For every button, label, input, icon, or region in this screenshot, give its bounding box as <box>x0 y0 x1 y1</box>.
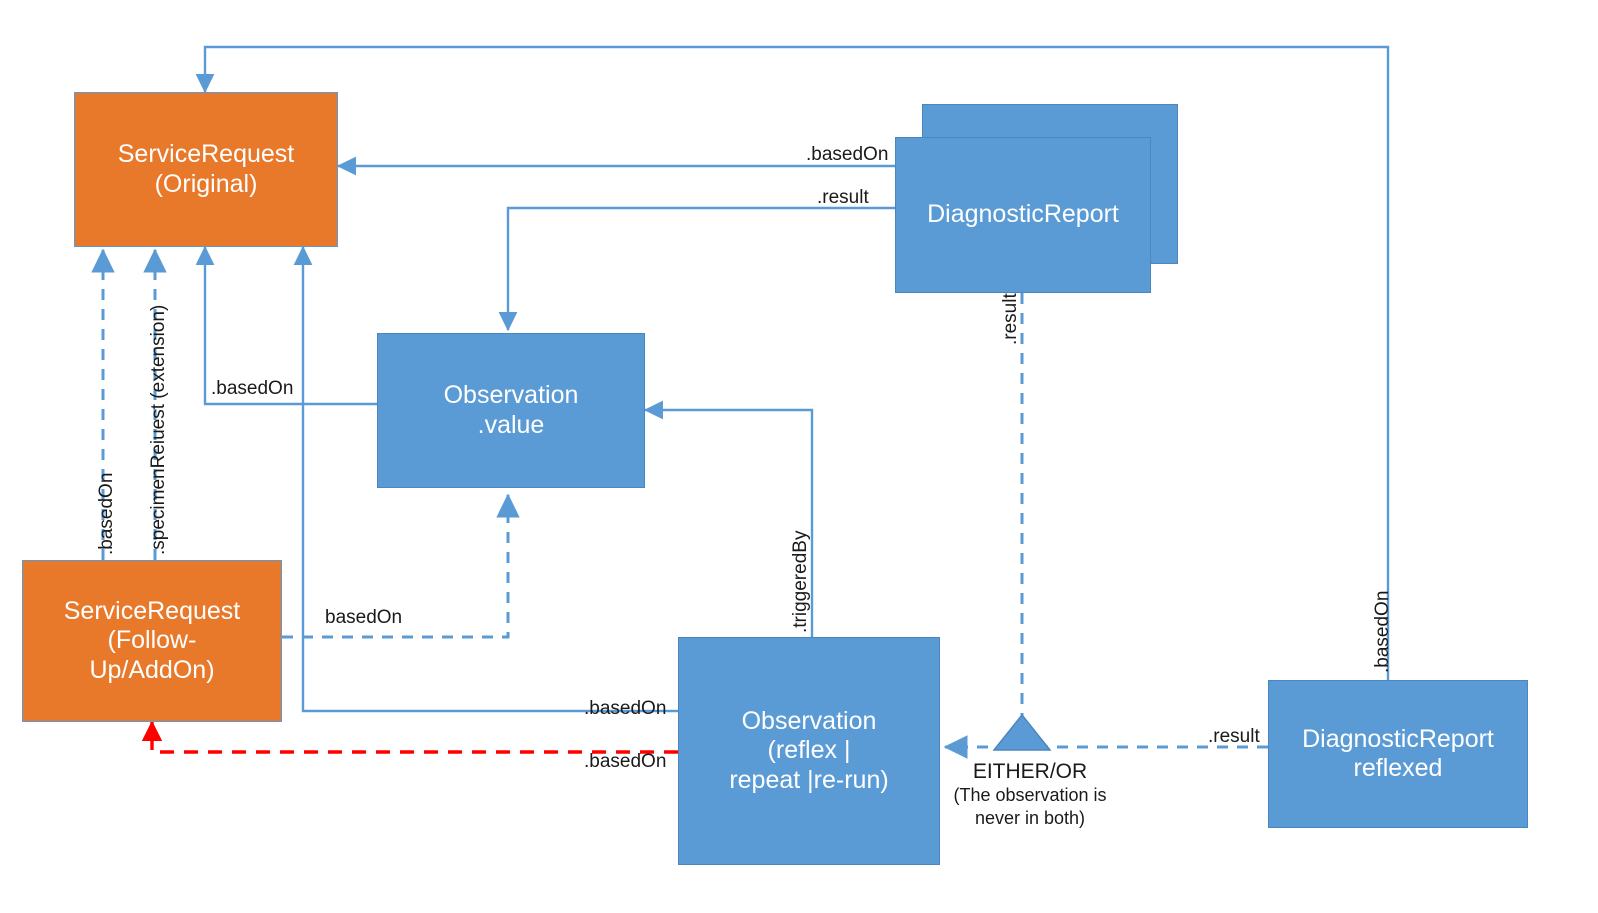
edge-label-reflexed-result: .result <box>1208 726 1260 747</box>
node-label-line3: Up/AddOn) <box>89 655 215 684</box>
edge-label-observation-reflex-basedon-blue: .basedOn <box>584 698 667 719</box>
node-service-request-original[interactable]: ServiceRequest (Original) <box>74 92 338 247</box>
node-diagnostic-report-reflexed[interactable]: DiagnosticReport reflexed <box>1268 680 1528 828</box>
node-label-line2: .value <box>477 410 545 439</box>
node-label-line1: DiagnosticReport <box>1302 724 1494 753</box>
node-diagnostic-report[interactable]: DiagnosticReport <box>895 137 1151 293</box>
either-or-triangle <box>992 713 1052 751</box>
either-or-heading: EITHER/OR <box>972 760 1088 783</box>
node-label-line1: ServiceRequest <box>117 140 295 168</box>
edge-label-followup-basedon: .basedOn <box>96 472 117 555</box>
node-label-line1: ServiceRequest <box>63 596 241 625</box>
either-or-note-line2: never in both) <box>974 807 1086 828</box>
node-label-line1: Observation <box>443 381 579 409</box>
either-or-annotation: EITHER/OR (The observation is never in b… <box>950 760 1110 829</box>
node-label-line2: reflexed <box>1353 754 1443 782</box>
edge-label-diagnostic-report-result: .result <box>817 187 869 208</box>
edge-label-observation-triggeredby: .triggeredBy <box>790 530 811 633</box>
edge-label-diagnostic-report-result-vertical: .result <box>1000 293 1021 345</box>
edge-label-observation-reflex-basedon-red: .basedOn <box>584 751 667 772</box>
node-label-line1: Observation <box>741 706 877 735</box>
edge-label-followup-basedon-plain: basedOn <box>325 607 403 628</box>
node-label-line2: (Original) <box>154 169 258 198</box>
node-label-line2: (reflex | <box>767 736 851 765</box>
edge-label-followup-specimenrequest: .specimenReiuest (extension) <box>148 304 169 555</box>
node-label-line3: repeat |re-run) <box>729 765 889 794</box>
node-label-line1: DiagnosticReport <box>927 200 1119 229</box>
node-service-request-followup[interactable]: ServiceRequest (Follow- Up/AddOn) <box>22 560 282 722</box>
either-or-note-line1: (The observation is <box>953 785 1107 805</box>
node-observation-value[interactable]: Observation .value <box>377 333 645 488</box>
edge-label-diagnostic-report-basedon: .basedOn <box>806 144 889 165</box>
edge-label-observation-value-basedon: .basedOn <box>211 378 294 399</box>
node-observation-reflex[interactable]: Observation (reflex | repeat |re-run) <box>678 637 940 865</box>
node-label-line2: (Follow- <box>107 626 197 655</box>
edge-label-reflexed-basedon: .basedOn <box>1372 590 1393 673</box>
